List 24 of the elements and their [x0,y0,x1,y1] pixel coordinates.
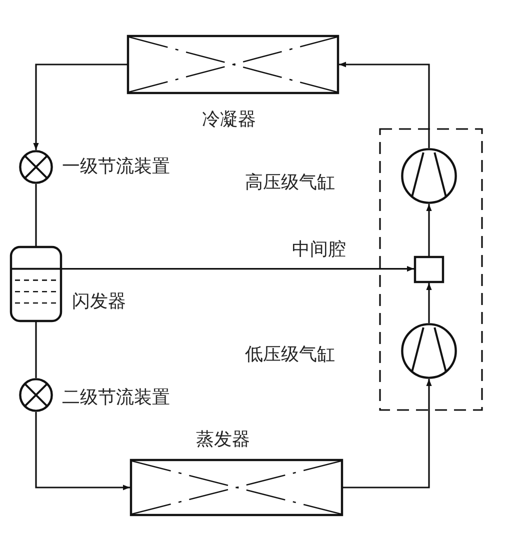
chamber-box [414,256,444,283]
component-label: 低压级气缸 [245,344,335,366]
pipe-arrow [35,412,130,490]
evaporator-drawing [130,459,343,516]
pipe-arrow [62,266,414,272]
throttle-valve-symbol [19,150,53,184]
pipe-arrow [426,283,432,323]
compressor-symbol [401,148,457,204]
pipe-arrow [33,64,127,150]
pipe-arrow [343,379,432,488]
component-label: 中间腔 [292,239,346,261]
dashed-enclosure [379,128,483,411]
condenser-drawing [127,35,339,94]
component-label: 蒸发器 [196,429,250,451]
flash-tank-drawing [10,246,62,322]
component-label: 冷凝器 [202,109,256,131]
component-label: 一级节流装置 [62,156,170,178]
throttle-valve-symbol [19,378,53,412]
component-label: 二级节流装置 [62,387,170,409]
component-label: 闪发器 [72,291,126,313]
compressor-symbol [401,323,457,379]
pipe-arrow [339,62,430,148]
component-label: 高压级气缸 [245,172,335,194]
pipe-arrow [426,204,432,256]
